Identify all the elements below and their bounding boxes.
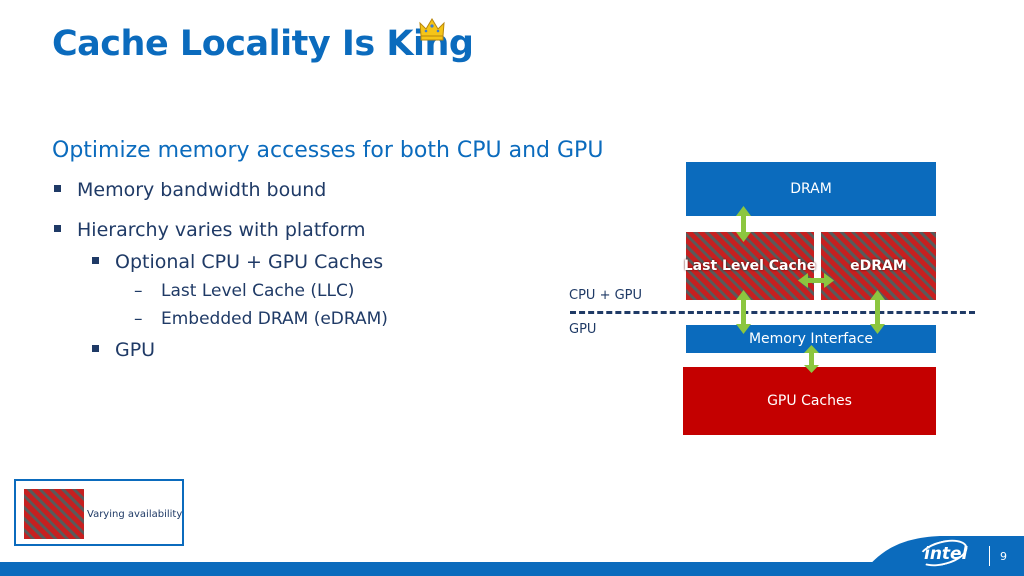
bullet-optional-caches: Optional CPU + GPU Caches xyxy=(92,251,383,273)
arrow-edram-memory-interface xyxy=(870,290,885,334)
bullet-marker xyxy=(92,257,99,264)
footer-bar xyxy=(0,562,1024,576)
page-number: 9 xyxy=(1000,550,1007,563)
slide-title: Cache Locality Is King xyxy=(52,24,474,64)
dram-label: DRAM xyxy=(790,181,832,197)
bullet-marker xyxy=(54,185,61,192)
gpu-caches-box: GPU Caches xyxy=(683,367,936,435)
footer-separator xyxy=(989,546,990,566)
dash-item-llc: –Last Level Cache (LLC) xyxy=(134,281,355,301)
llc-box: Last Level Cache xyxy=(683,232,817,300)
dram-box: DRAM xyxy=(686,162,936,216)
arrow-memory-interface-gpu-caches xyxy=(804,345,819,373)
edram-label: eDRAM xyxy=(850,258,907,274)
bullet-gpu: GPU xyxy=(92,339,155,361)
gpu-region-label: GPU xyxy=(569,322,597,337)
memory-interface-box: Memory Interface xyxy=(686,325,936,353)
legend-label: Varying availability xyxy=(87,509,183,520)
dash-item-edram: –Embedded DRAM (eDRAM) xyxy=(134,309,388,329)
cpu-gpu-label: CPU + GPU xyxy=(569,288,643,303)
arrow-dram-llc xyxy=(736,206,751,242)
bullet-marker xyxy=(54,225,61,232)
dash-marker: – xyxy=(134,309,143,329)
llc-label: Last Level Cache xyxy=(683,258,817,274)
intel-logo: intel xyxy=(924,544,968,564)
memory-interface-label: Memory Interface xyxy=(748,331,874,347)
edram-box: eDRAM xyxy=(821,232,936,300)
legend-swatch xyxy=(24,489,84,539)
bullet-marker xyxy=(92,345,99,352)
crown-icon xyxy=(419,18,445,41)
dash-marker: – xyxy=(134,281,143,301)
gpu-caches-label: GPU Caches xyxy=(767,393,852,409)
bullet-hierarchy: Hierarchy varies with platform xyxy=(54,219,366,241)
legend: Varying availability xyxy=(14,479,184,546)
arrow-llc-edram xyxy=(798,273,834,288)
cpu-gpu-divider xyxy=(570,311,975,314)
subtitle: Optimize memory accesses for both CPU an… xyxy=(52,138,604,163)
arrow-llc-memory-interface xyxy=(736,290,751,334)
bullet-memory-bandwidth: Memory bandwidth bound xyxy=(54,179,326,201)
